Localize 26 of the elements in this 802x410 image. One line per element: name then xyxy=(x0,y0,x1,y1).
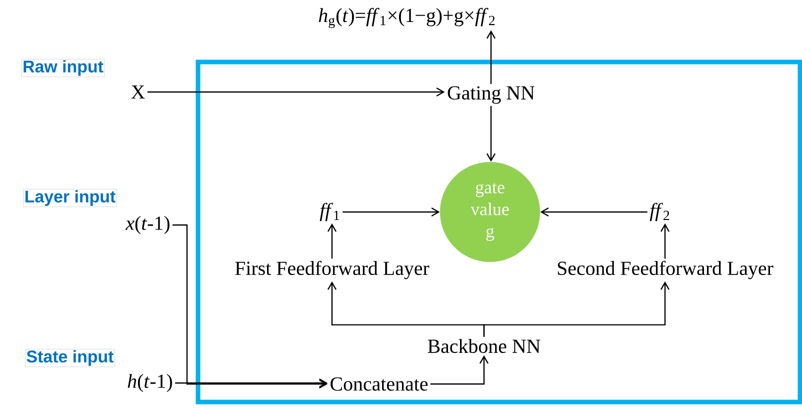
input-label: Raw input xyxy=(21,58,105,78)
node-label: First Feedforward Layer xyxy=(235,260,430,280)
frame-box xyxy=(196,60,802,404)
node-label: ff$_{1}$ xyxy=(320,202,340,222)
node-label: h$_{g}$(t)=ff$_{1}$×(1−g)+g×ff$_{2}$ xyxy=(318,8,495,28)
node-label: Gating NN xyxy=(448,86,535,104)
input-label: Layer input xyxy=(23,188,117,208)
node-label: Second Feedforward Layer xyxy=(558,260,774,280)
node-label: x(t-1) xyxy=(125,216,170,234)
input-label: State input xyxy=(25,348,115,368)
node-label: Backbone NN xyxy=(428,339,540,353)
node-label: X xyxy=(131,85,145,99)
arrow xyxy=(486,106,496,162)
arrow xyxy=(660,223,670,259)
arrow xyxy=(327,223,337,259)
node-label: h(t-1) xyxy=(128,374,172,392)
arrow xyxy=(342,207,440,217)
node-label: Concatenate xyxy=(330,377,428,391)
arrow xyxy=(172,224,328,389)
arrow xyxy=(430,355,489,385)
arrow xyxy=(540,207,648,217)
arrow xyxy=(175,378,328,388)
arrow xyxy=(483,281,670,337)
arrow xyxy=(486,30,496,84)
arrow xyxy=(147,87,445,97)
node-label: ff$_{2}$ xyxy=(650,202,670,222)
